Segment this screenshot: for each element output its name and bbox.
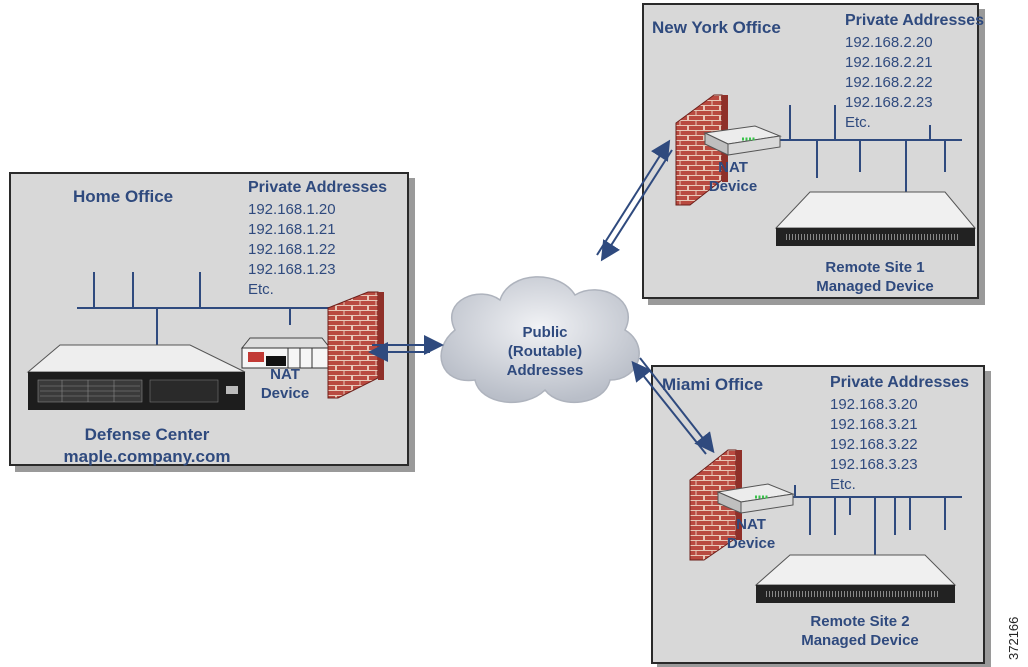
public-addresses-label-line3: Addresses: [506, 362, 584, 379]
home-nat-device-icon: [240, 337, 332, 369]
home-private-addresses-title: Private Addresses: [248, 179, 388, 196]
ny-nat-label-line1: NAT: [718, 159, 748, 176]
miami-office-title: Miami Office: [662, 375, 764, 394]
miami-nat-label-line2: Device: [726, 535, 776, 552]
home-nat-label-line1: NAT: [270, 366, 300, 383]
remote-site-2-device-icon: [754, 554, 957, 603]
ny-office-title: New York Office: [652, 18, 781, 37]
cloud-to-ny-arrows: [596, 139, 673, 262]
public-addresses-label-line2: (Routable): [507, 343, 583, 360]
home-address: 192.168.1.21: [248, 221, 336, 238]
ny-address: 192.168.2.23: [845, 94, 933, 111]
ny-nat-label: NAT Device: [698, 158, 768, 196]
cloud-to-miami-arrows: [631, 357, 715, 455]
ny-address: 192.168.2.21: [845, 54, 933, 71]
home-network-bus: [77, 272, 335, 345]
home-nat-label: NAT Device: [250, 365, 320, 403]
home-address: Etc.: [248, 281, 274, 298]
home-address: 192.168.1.20: [248, 201, 336, 218]
miami-network-bus: [780, 485, 962, 555]
miami-nat-device-icon: [716, 483, 795, 514]
miami-address: Etc.: [830, 476, 856, 493]
miami-address: 192.168.3.22: [830, 436, 918, 453]
defense-center-label-line2: maple.company.com: [63, 447, 231, 466]
miami-address: 192.168.3.20: [830, 396, 918, 413]
remote-site-1-label: Remote Site 1 Managed Device: [790, 258, 960, 296]
miami-nat-label: NAT Device: [716, 515, 786, 553]
ny-firewall-icon: [675, 94, 728, 206]
ny-address: 192.168.2.20: [845, 34, 933, 51]
miami-address: 192.168.3.23: [830, 456, 918, 473]
ny-private-addresses-title: Private Addresses: [845, 12, 985, 29]
remote-site-2-label-line1: Remote Site 2: [810, 613, 910, 630]
miami-address: 192.168.3.21: [830, 416, 918, 433]
miami-private-addresses-title: Private Addresses: [830, 374, 970, 391]
internet-cloud-icon: [440, 276, 640, 404]
miami-nat-label-line1: NAT: [736, 516, 766, 533]
home-address: 192.168.1.23: [248, 261, 336, 278]
ny-nat-label-line2: Device: [708, 178, 758, 195]
figure-id: 372166: [1006, 616, 1021, 660]
home-address: 192.168.1.22: [248, 241, 336, 258]
defense-center-label-line1: Defense Center: [84, 425, 210, 444]
ny-address-list: 192.168.2.20 192.168.2.21 192.168.2.22 1…: [845, 33, 933, 133]
miami-address-list: 192.168.3.20 192.168.3.21 192.168.3.22 1…: [830, 395, 918, 495]
ny-address: Etc.: [845, 114, 871, 131]
ny-nat-device-icon: [703, 125, 782, 156]
defense-center-label: Defense Center maple.company.com: [32, 424, 262, 468]
home-office-title: Home Office: [73, 187, 174, 206]
public-addresses-label-line1: Public: [522, 324, 568, 341]
miami-firewall-icon: [689, 449, 742, 561]
defense-center-icon: [26, 344, 246, 410]
remote-site-1-device-icon: [774, 191, 977, 246]
remote-site-2-label: Remote Site 2 Managed Device: [775, 612, 945, 650]
home-nat-label-line2: Device: [260, 385, 310, 402]
home-to-cloud-arrows: [368, 335, 444, 362]
remote-site-2-label-line2: Managed Device: [801, 632, 919, 649]
ny-address: 192.168.2.22: [845, 74, 933, 91]
remote-site-1-label-line2: Managed Device: [816, 278, 934, 295]
remote-site-1-label-line1: Remote Site 1: [825, 259, 925, 276]
public-addresses-label: Public (Routable) Addresses: [485, 323, 605, 380]
home-address-list: 192.168.1.20 192.168.1.21 192.168.1.22 1…: [248, 200, 336, 300]
